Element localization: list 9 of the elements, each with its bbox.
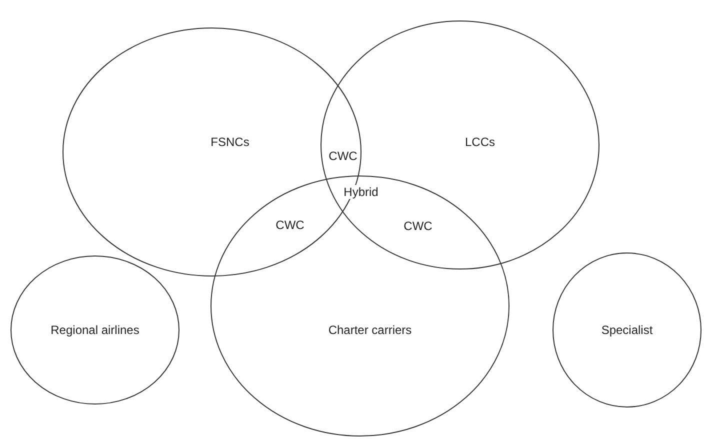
set-label: Regional airlines — [50, 323, 140, 337]
set-label: Charter carriers — [328, 323, 412, 337]
set-label: LCCs — [465, 135, 495, 149]
overlap-label: Hybrid — [342, 185, 380, 199]
overlap-label: CWC — [274, 218, 306, 232]
set-label: FSNCs — [210, 135, 250, 149]
overlap-label: CWC — [328, 149, 358, 163]
set-label: Specialist — [601, 323, 653, 337]
overlap-label: CWC — [402, 219, 434, 233]
